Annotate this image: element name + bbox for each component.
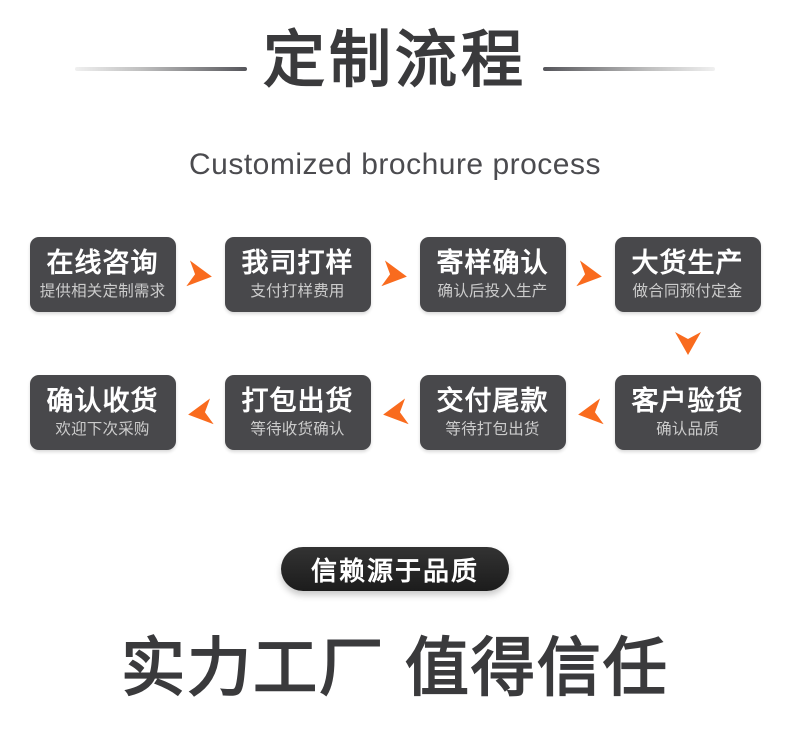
step-title: 在线咨询 [46,247,159,278]
step-subtitle: 确认品质 [656,421,719,439]
flow-step-pay-balance: 交付尾款 等待打包出货 [419,375,566,450]
flow-step-sample-confirm: 寄样确认 确认后投入生产 [419,237,566,312]
step-title: 确认收货 [46,385,159,416]
section-header: 定制流程 Customized brochure process [0,0,790,182]
step-title: 交付尾款 [436,385,549,416]
flow-step-pack-ship: 打包出货 等待收货确认 [224,375,371,450]
step-subtitle: 欢迎下次采购 [55,421,150,439]
flow-connector [371,375,420,450]
flow-step-mass-production: 大货生产 做合同预付定金 [614,237,761,312]
step-title: 客户验货 [631,385,744,416]
step-title: 我司打样 [241,247,354,278]
step-title: 打包出货 [241,385,354,416]
flow-step-customer-inspection: 客户验货 确认品质 [614,375,761,450]
title-divider-left [74,67,247,71]
factory-slogan: 实力工厂 值得信任 [121,632,669,704]
step-subtitle: 支付打样费用 [250,283,345,301]
flow-connector [566,237,615,312]
arrow-right-icon [381,259,407,286]
title-divider-right [543,67,715,71]
arrow-right-icon [576,259,602,286]
flow-step-sample-making: 我司打样 支付打样费用 [224,237,371,312]
flow-connector [615,312,761,375]
arrow-left-icon [188,397,214,424]
flow-connector [566,375,615,450]
flow-connector [176,237,225,312]
flow-step-confirm-receipt: 确认收货 欢迎下次采购 [29,375,176,450]
quality-badge: 信赖源于品质 [281,547,509,591]
step-subtitle: 确认后投入生产 [437,283,548,301]
step-title: 寄样确认 [436,247,549,278]
arrow-left-icon [383,397,409,424]
step-title: 大货生产 [631,247,744,278]
page-subtitle: Customized brochure process [188,148,601,181]
flow-connector [176,375,225,450]
arrow-down-icon [674,332,701,355]
step-subtitle: 提供相关定制需求 [39,283,166,301]
title-row: 定制流程 [0,18,790,104]
step-subtitle: 做合同预付定金 [632,283,743,301]
step-subtitle: 等待收货确认 [250,421,345,439]
process-flow-diagram: 在线咨询 提供相关定制需求 我司打样 支付打样费用 寄样确认 确认后投入生产 [0,237,790,450]
arrow-left-icon [578,397,604,424]
flow-step-online-consult: 在线咨询 提供相关定制需求 [29,237,176,312]
page-title: 定制流程 [262,26,527,95]
step-subtitle: 等待打包出货 [445,421,540,439]
arrow-right-icon [186,259,212,286]
flow-connector [371,237,420,312]
